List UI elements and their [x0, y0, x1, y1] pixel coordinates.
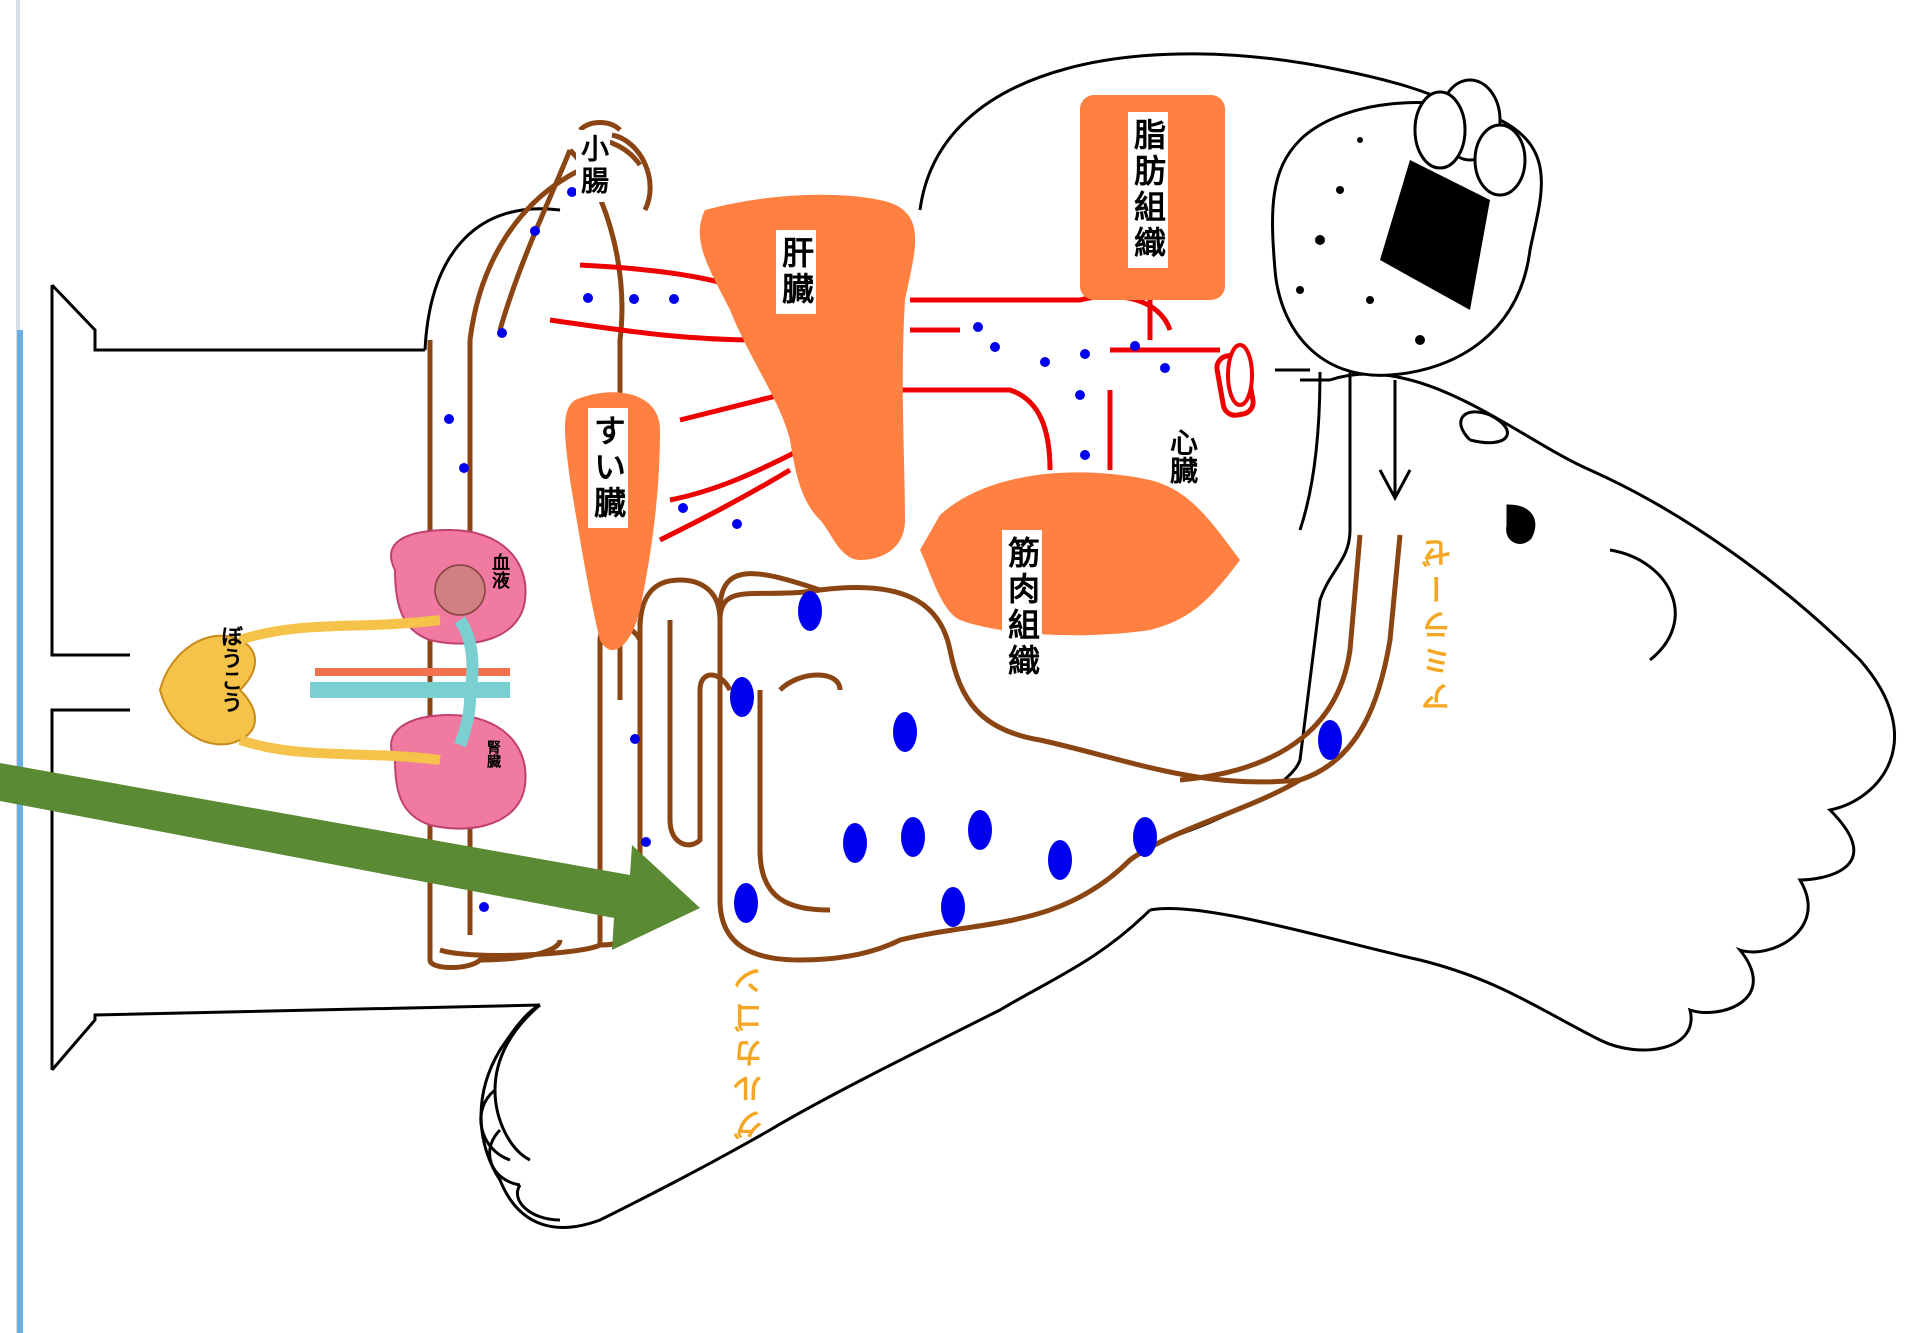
liver-label: 肝臓 — [776, 230, 816, 314]
rice-ball-icon — [1271, 78, 1543, 377]
heart-label: 心臓 — [1166, 428, 1199, 484]
adipose-label: 脂肪組織 — [1128, 112, 1168, 268]
blood-cells — [444, 187, 1342, 927]
heart-icon — [1214, 343, 1256, 418]
glucagon-label: グルカゴン — [734, 960, 769, 1140]
amylase-label: アミラーゼ — [1422, 532, 1457, 712]
muscle-tissue — [920, 472, 1240, 636]
muscle-label: 筋肉組織 — [1002, 530, 1042, 686]
small-intestine-label: 小腸 — [576, 130, 610, 202]
pancreas-label: すい臓 — [588, 408, 628, 528]
kidney-label: 腎臓 — [485, 740, 501, 768]
body-outline — [50, 52, 1896, 1229]
bladder-label: ぼうこう — [217, 625, 242, 713]
kidney-system — [158, 528, 527, 830]
food-arrow-icon — [1378, 380, 1412, 502]
green-pointer-arrow-icon — [0, 763, 700, 950]
blood-label: 血液 — [489, 553, 510, 589]
liver — [699, 194, 916, 560]
